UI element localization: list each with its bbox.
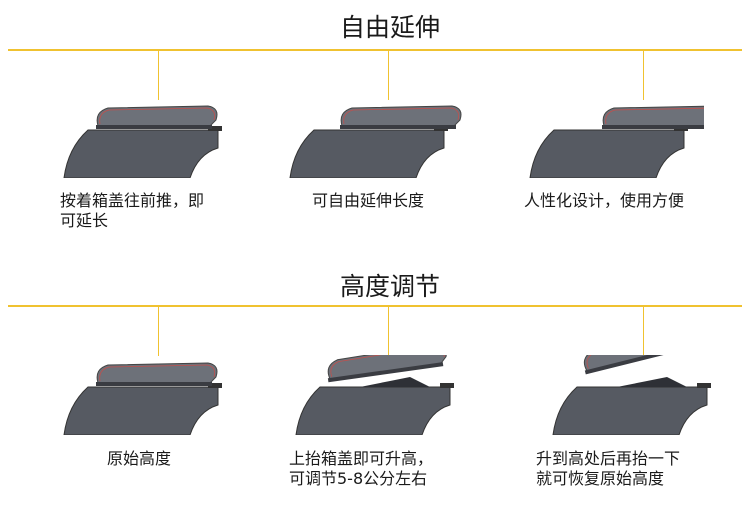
armrest-image-raised: [295, 355, 454, 435]
pointer-line: [158, 306, 159, 356]
armrest-lid: [340, 105, 462, 129]
armrest-base: [63, 386, 219, 435]
armrest-image-extended-far: [529, 105, 704, 178]
armrest-base: [295, 386, 451, 435]
pointer-line: [388, 50, 389, 100]
armrest-lid: [602, 105, 704, 129]
armrest-lid: [96, 362, 218, 386]
caption-push-forward: 按着箱盖往前推，即可延长: [60, 191, 205, 230]
armrest-lid: [96, 105, 218, 129]
armrest-mechanism: [360, 377, 430, 387]
armrest-image-extended: [289, 105, 462, 178]
caption-user-friendly: 人性化设计，使用方便: [524, 191, 685, 210]
armrest-base: [289, 129, 445, 178]
armrest-hinge: [208, 383, 222, 388]
armrest-base: [63, 129, 219, 178]
armrest-image-flat: [63, 105, 222, 178]
caption-free-extend: 可自由延伸长度: [312, 191, 425, 210]
armrest-base: [529, 129, 685, 178]
caption-reset-height: 升到高处后再抬一下就可恢复原始高度: [536, 449, 681, 488]
divider-line: [8, 49, 742, 51]
armrest-lid: [583, 355, 701, 375]
divider-line: [8, 305, 742, 307]
armrest-hinge: [208, 126, 222, 131]
armrest-image-raised-high: [552, 355, 711, 435]
armrest-base: [552, 386, 708, 435]
armrest-hinge: [440, 383, 454, 388]
pointer-line: [388, 306, 389, 356]
caption-original-height: 原始高度: [107, 449, 172, 468]
armrest-hinge: [697, 383, 711, 388]
armrest-lid: [327, 355, 447, 383]
armrest-mechanism: [617, 377, 687, 387]
caption-raise-lid: 上抬箱盖即可升高，可调节5-8公分左右: [289, 449, 434, 488]
pointer-line: [643, 50, 644, 100]
armrest-image-original: [63, 362, 222, 435]
pointer-line: [643, 306, 644, 356]
section-title-extension: 自由延伸: [339, 13, 440, 42]
section-title-height: 高度调节: [339, 272, 440, 301]
pointer-line: [158, 50, 159, 100]
